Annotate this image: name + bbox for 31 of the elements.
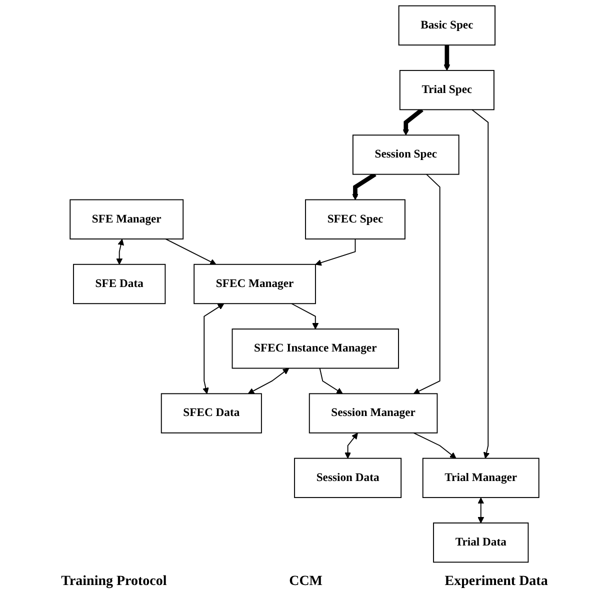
arrow bbox=[248, 368, 290, 394]
node-box: SFE Data bbox=[73, 264, 166, 304]
arrow bbox=[165, 238, 216, 265]
node-box: SFEC Spec bbox=[305, 199, 406, 240]
arrow bbox=[402, 108, 424, 136]
arrow bbox=[471, 109, 490, 459]
node-box: Session Spec bbox=[352, 134, 460, 175]
node-box: Basic Spec bbox=[398, 5, 496, 46]
arrow bbox=[413, 174, 440, 394]
arrow bbox=[319, 368, 343, 394]
column-heading: Experiment Data bbox=[444, 574, 548, 590]
node-box: SFEC Manager bbox=[194, 264, 316, 304]
arrow bbox=[444, 45, 450, 71]
node-box: Session Data bbox=[294, 458, 402, 498]
arrow bbox=[315, 238, 356, 266]
node-box: Trial Manager bbox=[422, 458, 540, 498]
arrow bbox=[478, 498, 484, 524]
node-box: SFEC Data bbox=[160, 393, 262, 434]
column-heading: Training Protocol bbox=[61, 574, 167, 590]
arrow bbox=[352, 172, 376, 200]
arrow bbox=[344, 432, 358, 459]
node-box: Trial Data bbox=[433, 522, 529, 563]
arrow bbox=[291, 303, 319, 330]
arrow bbox=[413, 432, 456, 459]
node-box: Trial Spec bbox=[399, 70, 494, 110]
node-box: SFE Manager bbox=[70, 199, 184, 240]
node-box: Session Manager bbox=[308, 393, 438, 434]
arrow bbox=[202, 303, 224, 394]
arrow bbox=[116, 238, 124, 265]
column-heading: CCM bbox=[289, 574, 323, 590]
node-box: SFEC Instance Manager bbox=[232, 328, 399, 369]
